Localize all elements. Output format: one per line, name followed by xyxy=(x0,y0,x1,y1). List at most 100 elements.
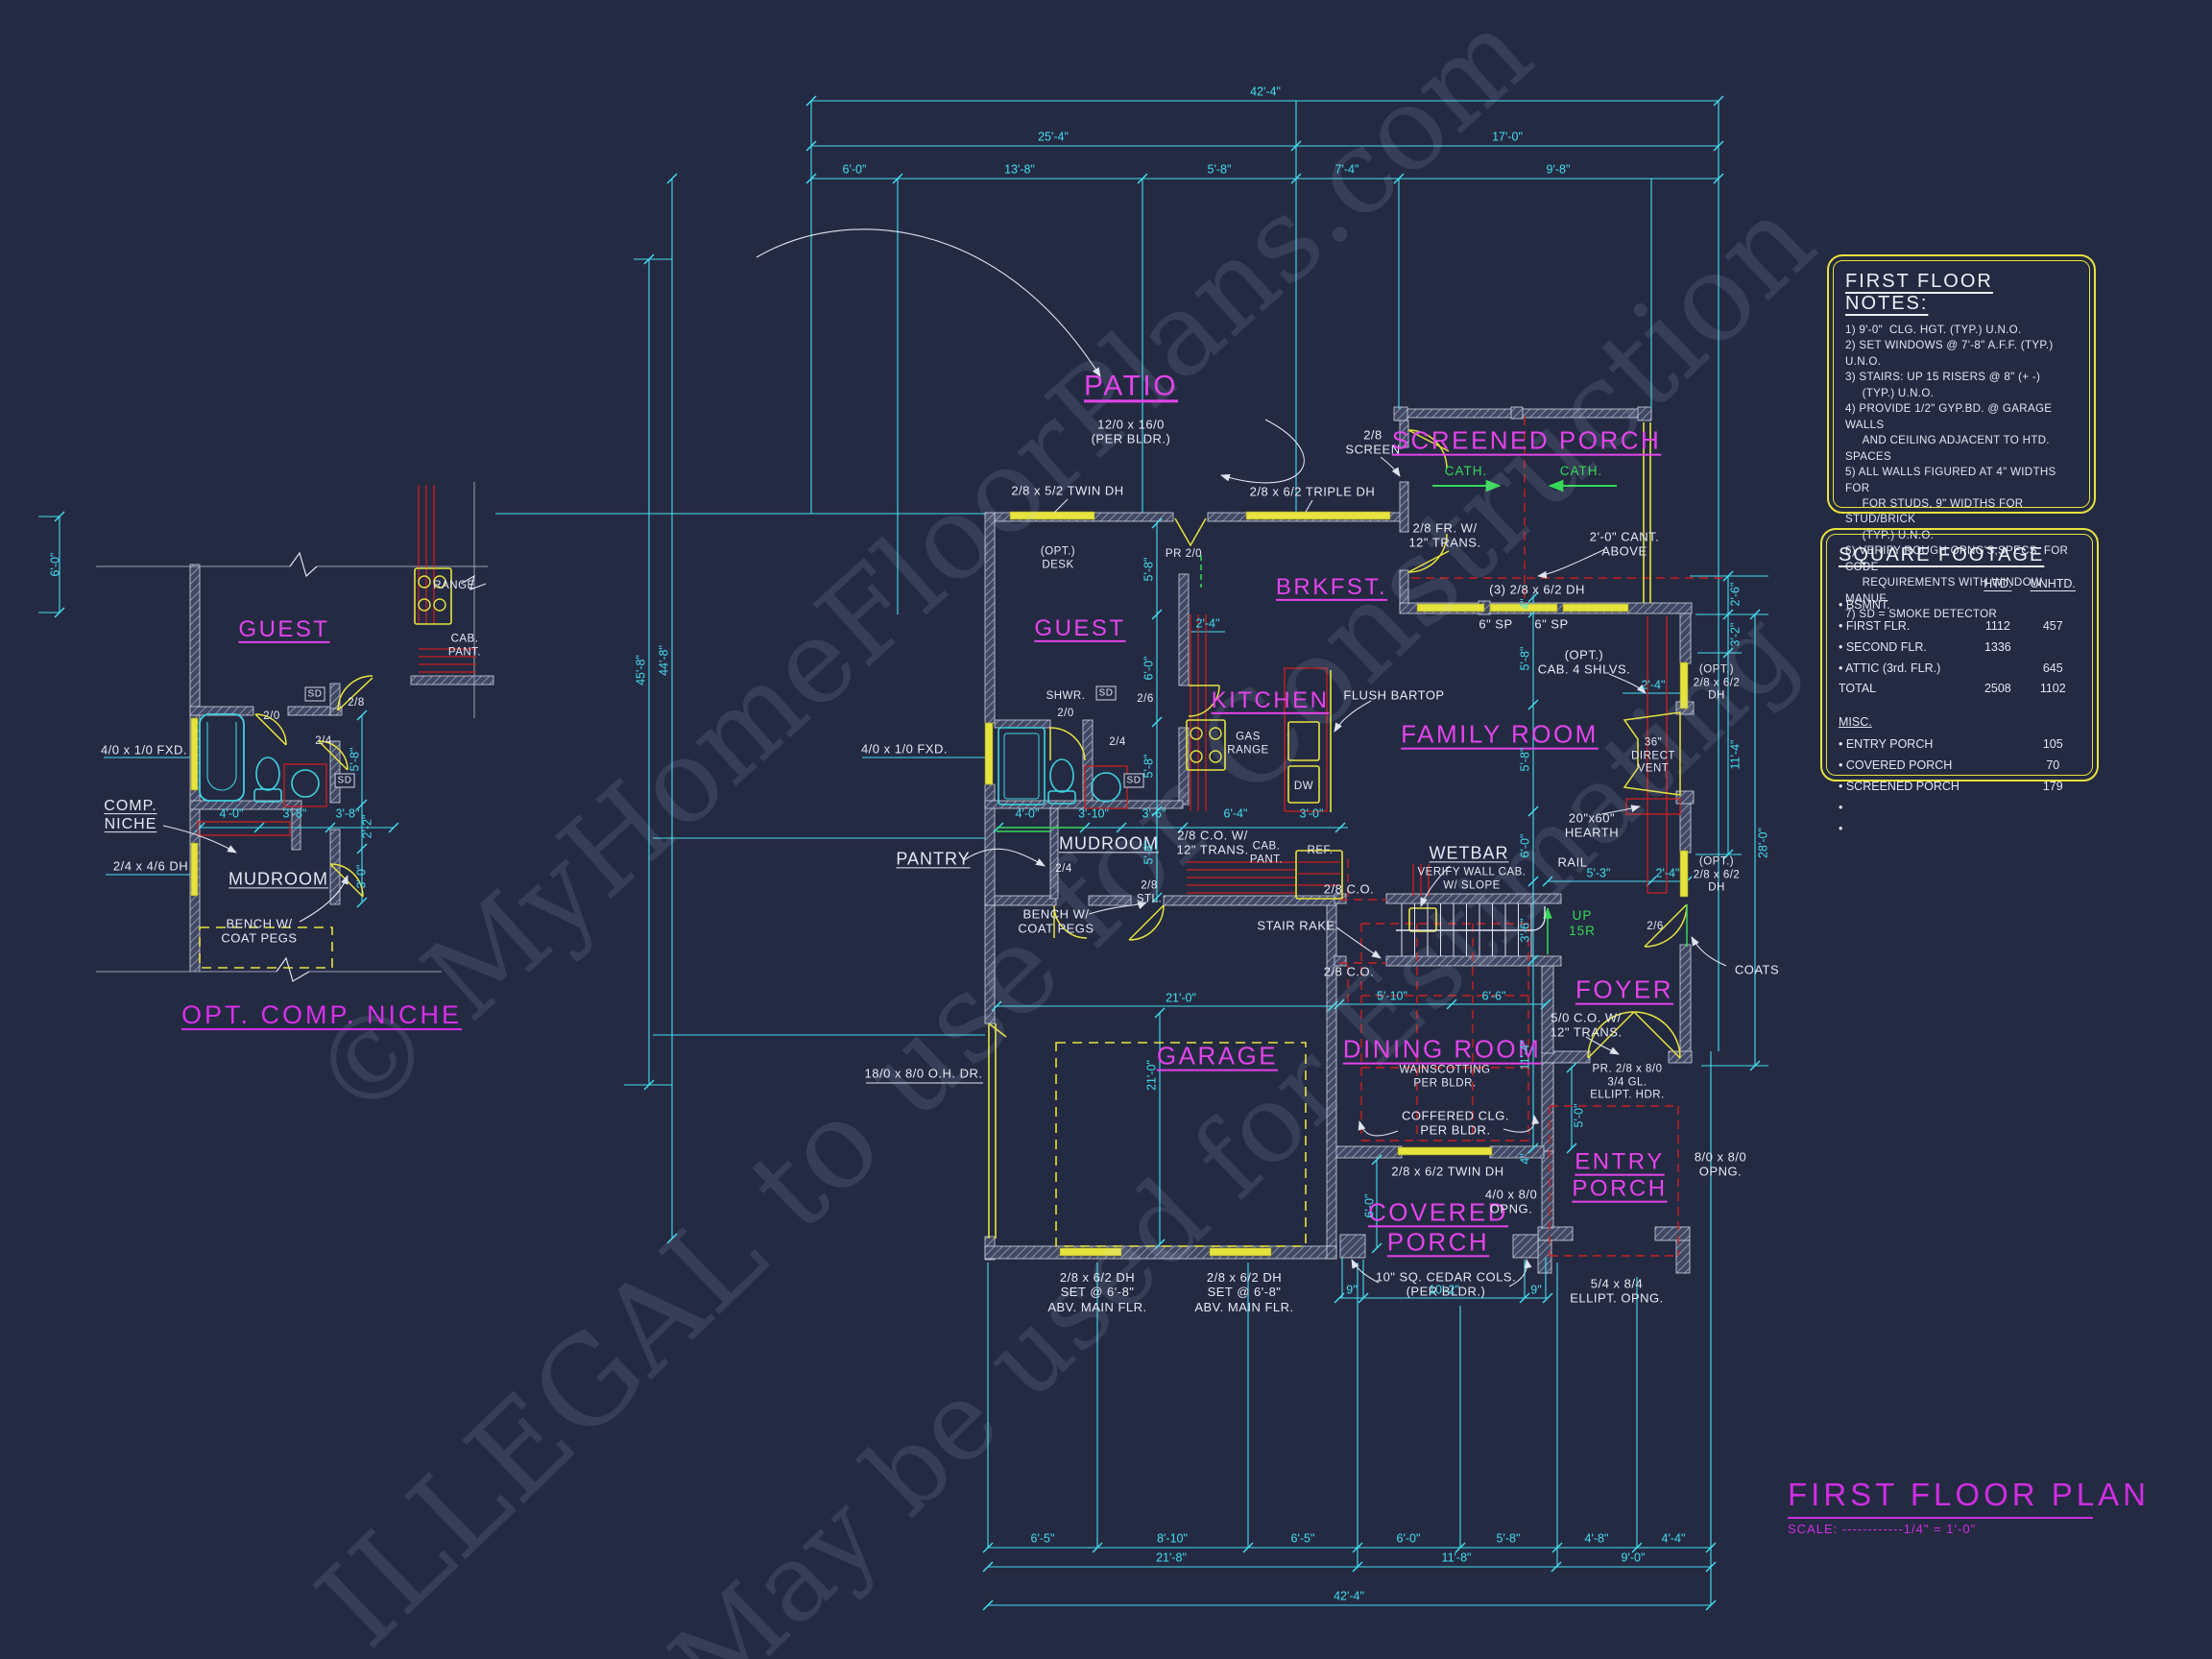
door-28-stl: 2/8 STL. xyxy=(1136,879,1163,904)
cabinet-and-ceiling-lines xyxy=(197,417,1728,1257)
notes-lines: 1) 9'-0" CLG. HGT. (TYP.) U.N.O.2) SET W… xyxy=(1845,323,2078,623)
notes-title: FIRST FLOOR NOTES: xyxy=(1845,271,1993,314)
dim: 5'-10" xyxy=(1377,989,1407,1003)
square-footage-box: SQUARE FOOTAGE HTD. UNHTD. • BSMNT.• FIR… xyxy=(1820,528,2099,835)
dim: 2'-4" xyxy=(1655,866,1680,880)
dim: 6'-0" xyxy=(48,552,62,577)
room-screened-porch: SCREENED PORCH xyxy=(1391,425,1662,455)
dim: 21'-0" xyxy=(1166,991,1196,1005)
stairs xyxy=(1396,903,1546,956)
room-brkfst: BRKFST. xyxy=(1275,573,1388,600)
comp-niche-label: COMP. NICHE xyxy=(104,798,157,832)
dim: 5'-8" xyxy=(1142,754,1156,779)
dim: 25'-4" xyxy=(1038,130,1069,144)
room-garage: GARAGE xyxy=(1156,1041,1279,1070)
room-kitchen: KITCHEN xyxy=(1211,686,1330,713)
note-line: 4) PROVIDE 1/2" GYP.BD. @ GARAGE WALLS xyxy=(1845,402,2056,431)
garage-win-note-1: 2/8 x 6/2 DH SET @ 6'-8" ABV. MAIN FLR. xyxy=(1047,1270,1147,1314)
dim: 6'-0" xyxy=(1396,1531,1421,1546)
room-guest: GUEST xyxy=(1034,614,1126,641)
door-24-mud: 2/4 xyxy=(1055,863,1072,876)
windows-and-doors xyxy=(190,422,1689,1257)
sqft-row: • BSMNT. xyxy=(1839,597,1890,612)
dim: 5'-8" xyxy=(1142,840,1156,865)
leader-arrows xyxy=(162,228,1727,1287)
wetbar-label: WETBAR xyxy=(1429,843,1509,863)
opt-dh-note-2: (OPT.) 2/8 x 6/2 DH xyxy=(1693,855,1741,894)
dim: 13'-8" xyxy=(1004,162,1035,177)
sqft-row: • ATTIC (3rd. FLR.)645 xyxy=(1839,661,2063,675)
dim: 5'-8" xyxy=(1496,1531,1521,1546)
sqft-row: • xyxy=(1839,821,1843,835)
dim: 3'-8" xyxy=(282,806,307,821)
room-family: FAMILY ROOM xyxy=(1401,719,1599,749)
dim: 3'-10" xyxy=(1078,806,1109,821)
oh-door-note: 18/0 x 8/0 O.H. DR. xyxy=(864,1066,983,1081)
sheet-title: FIRST FLOOR PLAN xyxy=(1788,1477,2146,1519)
door-28-mini: 2/8 xyxy=(348,697,365,709)
dim: 28'-0" xyxy=(1756,828,1770,858)
opng-4080-note: 4/0 x 8/0 OPNG. xyxy=(1484,1187,1538,1216)
sqft-header-row: HTD. UNHTD. xyxy=(1839,574,2080,595)
room-foyer: FOYER xyxy=(1575,974,1674,1004)
pantry-label: PANTRY xyxy=(896,849,971,869)
door-24-main: 2/4 xyxy=(1109,736,1126,749)
screen-door-note: 2/8 SCREEN xyxy=(1345,427,1401,457)
wainscot-note: WAINSCOTTING PER BLDR. xyxy=(1399,1064,1491,1089)
co-note-1: 2/8 C.O. xyxy=(1323,881,1375,897)
flush-bartop-note: FLUSH BARTOP xyxy=(1343,687,1445,703)
door-26-foyer: 2/6 xyxy=(1647,921,1664,933)
dim: 4'-0" xyxy=(219,806,244,821)
door-20-mini: 2/0 xyxy=(263,710,280,723)
dim: 42'-4" xyxy=(1334,1589,1364,1603)
door-20-main: 2/0 xyxy=(1057,708,1074,720)
dim: 9" xyxy=(1530,1283,1542,1297)
mudroom-label-mini: MUDROOM xyxy=(228,869,328,889)
ellipt-opng-note: 5/4 x 8/4 ELLIPT. OPNG. xyxy=(1570,1276,1664,1306)
note-line: 2) SET WINDOWS @ 7'-8" A.F.F. (TYP.) U.N… xyxy=(1845,339,2057,368)
note-line: REQUIREMENTS WITH WINDOW MANUF. xyxy=(1845,576,2046,605)
dim: 11'-8" xyxy=(1441,1551,1472,1565)
fxd-note-mini: 4/0 x 1/0 FXD. xyxy=(100,742,188,757)
sqft-title: SQUARE FOOTAGE xyxy=(1839,544,2045,565)
sd-main-2: SD xyxy=(1123,773,1144,788)
up-15r-note: UP 15R xyxy=(1569,908,1596,938)
twin-dh-note: 2/8 x 5/2 TWIN DH xyxy=(1011,483,1124,498)
cedar-cols-note: 10" SQ. CEDAR COLS. (PER BLDR.) xyxy=(1375,1269,1517,1299)
first-floor-notes-box: FIRST FLOOR NOTES: 1) 9'-0" CLG. HGT. (T… xyxy=(1827,254,2096,620)
sp-note-2: 6" SP xyxy=(1534,616,1569,632)
sqft-col-htd: HTD. xyxy=(1984,577,2012,590)
dim: 2'-4" xyxy=(1195,616,1220,631)
opt-dh-note-1: (OPT.) 2/8 x 6/2 DH xyxy=(1693,663,1741,702)
coffered-note: COFFERED CLG. PER BLDR. xyxy=(1402,1108,1509,1138)
room-guest-mini: GUEST xyxy=(238,615,330,642)
plumbing-fixtures xyxy=(199,713,1121,805)
dim: 6'-4" xyxy=(1223,806,1248,821)
dim: 9" xyxy=(1346,1283,1358,1297)
dim: 3'-8" xyxy=(335,806,360,821)
note-line: FOR STUDS, 9" WIDTHS FOR STUD/BRICK xyxy=(1845,496,2027,526)
dim: 11'-4" xyxy=(1728,739,1743,770)
dim: 21'-0" xyxy=(1144,1060,1159,1091)
sqft-col-unhtd: UNHTD. xyxy=(2030,577,2076,590)
room-patio: PATIO xyxy=(1083,370,1179,402)
shwr-note: SHWR. xyxy=(1046,690,1086,703)
room-entry-porch: ENTRY PORCH xyxy=(1572,1148,1668,1202)
cant-note: 2'-0" CANT. ABOVE xyxy=(1589,529,1660,559)
dim: 6'-5" xyxy=(1030,1531,1055,1546)
title-block: FIRST FLOOR PLAN SCALE: ------------1/4"… xyxy=(1788,1477,2146,1536)
dim: 9'-0" xyxy=(1621,1551,1646,1565)
walls-group xyxy=(189,406,1695,1274)
opt-desk-note: (OPT.) DESK xyxy=(1040,545,1076,570)
dim: 10'-2" xyxy=(1429,1283,1459,1297)
mudroom-label: MUDROOM xyxy=(1059,833,1159,854)
gas-range-note: GAS RANGE xyxy=(1227,731,1269,756)
dim: 44'-8" xyxy=(657,645,671,676)
dim: 6'-0" xyxy=(842,162,867,177)
dim: 6'-0" xyxy=(1142,656,1156,681)
triple-dh-note: 2/8 x 6/2 TRIPLE DH xyxy=(1249,484,1376,499)
